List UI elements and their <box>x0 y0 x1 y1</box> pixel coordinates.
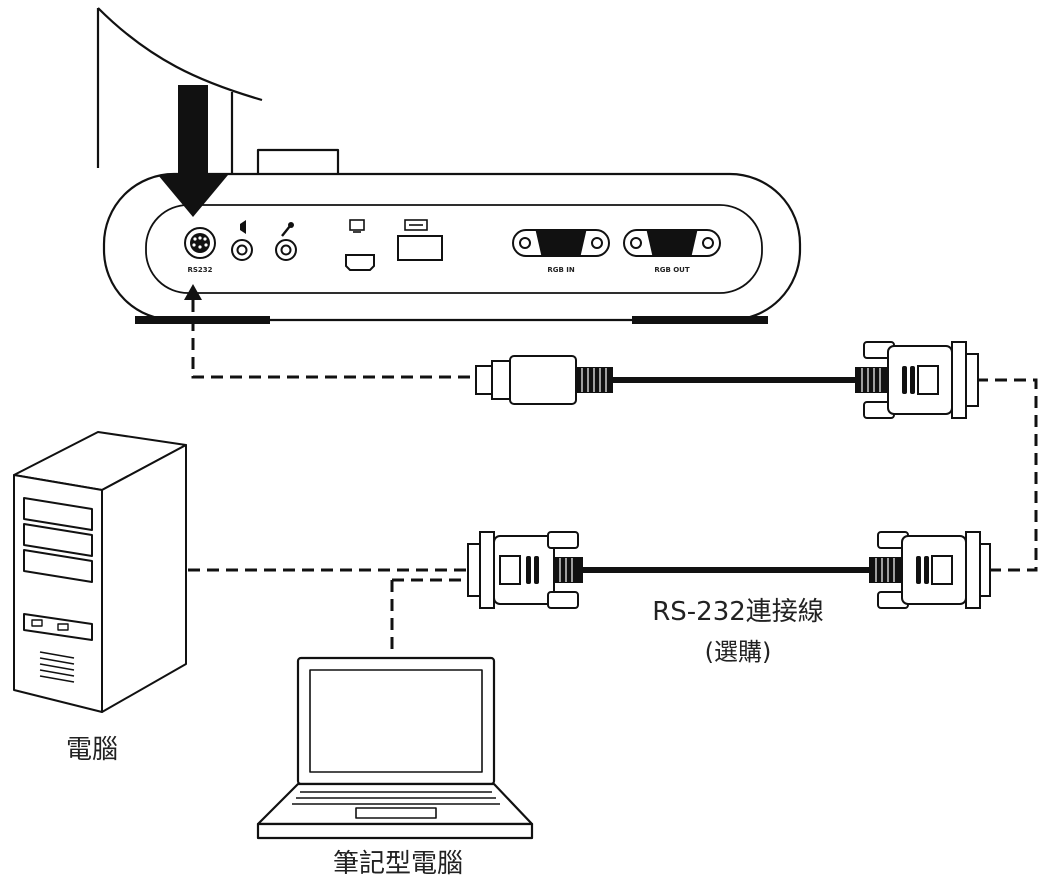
laptop-label: 筆記型電腦 <box>333 849 463 879</box>
usb-port <box>345 254 375 271</box>
mic-in-icon <box>281 222 294 237</box>
audio-out-icon <box>240 220 246 234</box>
rgb-in-port: RGB IN <box>512 229 610 274</box>
dashed-connection-lines <box>188 300 1038 650</box>
down-arrow-icon <box>158 85 228 217</box>
db9-connector-bottom-right <box>869 531 991 609</box>
sd-card-slot <box>397 235 443 261</box>
mini-din-plug <box>475 355 613 405</box>
computer-label: 電腦 <box>66 735 118 765</box>
cable-label: RS-232連接線 <box>652 597 824 627</box>
dashed-line-device-to-minidin <box>191 300 476 379</box>
audio-out-jack <box>231 239 253 261</box>
laptop <box>256 656 534 840</box>
db9-connector-top <box>855 341 979 419</box>
sd-card-icon <box>404 219 428 231</box>
cable-optional-label: (選購) <box>705 638 772 666</box>
dashed-line-right-loop <box>976 378 1038 572</box>
up-arrow-icon <box>184 284 202 300</box>
mic-in-jack <box>275 239 297 261</box>
rs232-port: RS232 <box>184 227 216 274</box>
rs232-port-label: RS232 <box>187 266 212 274</box>
rgb-out-label: RGB OUT <box>654 266 690 274</box>
rgb-in-label: RGB IN <box>547 266 575 274</box>
desktop-computer <box>13 431 187 713</box>
usb-icon <box>349 219 365 233</box>
rgb-out-port: RGB OUT <box>623 229 721 274</box>
db9-connector-bottom-left <box>467 531 583 609</box>
document-camera <box>96 7 802 324</box>
